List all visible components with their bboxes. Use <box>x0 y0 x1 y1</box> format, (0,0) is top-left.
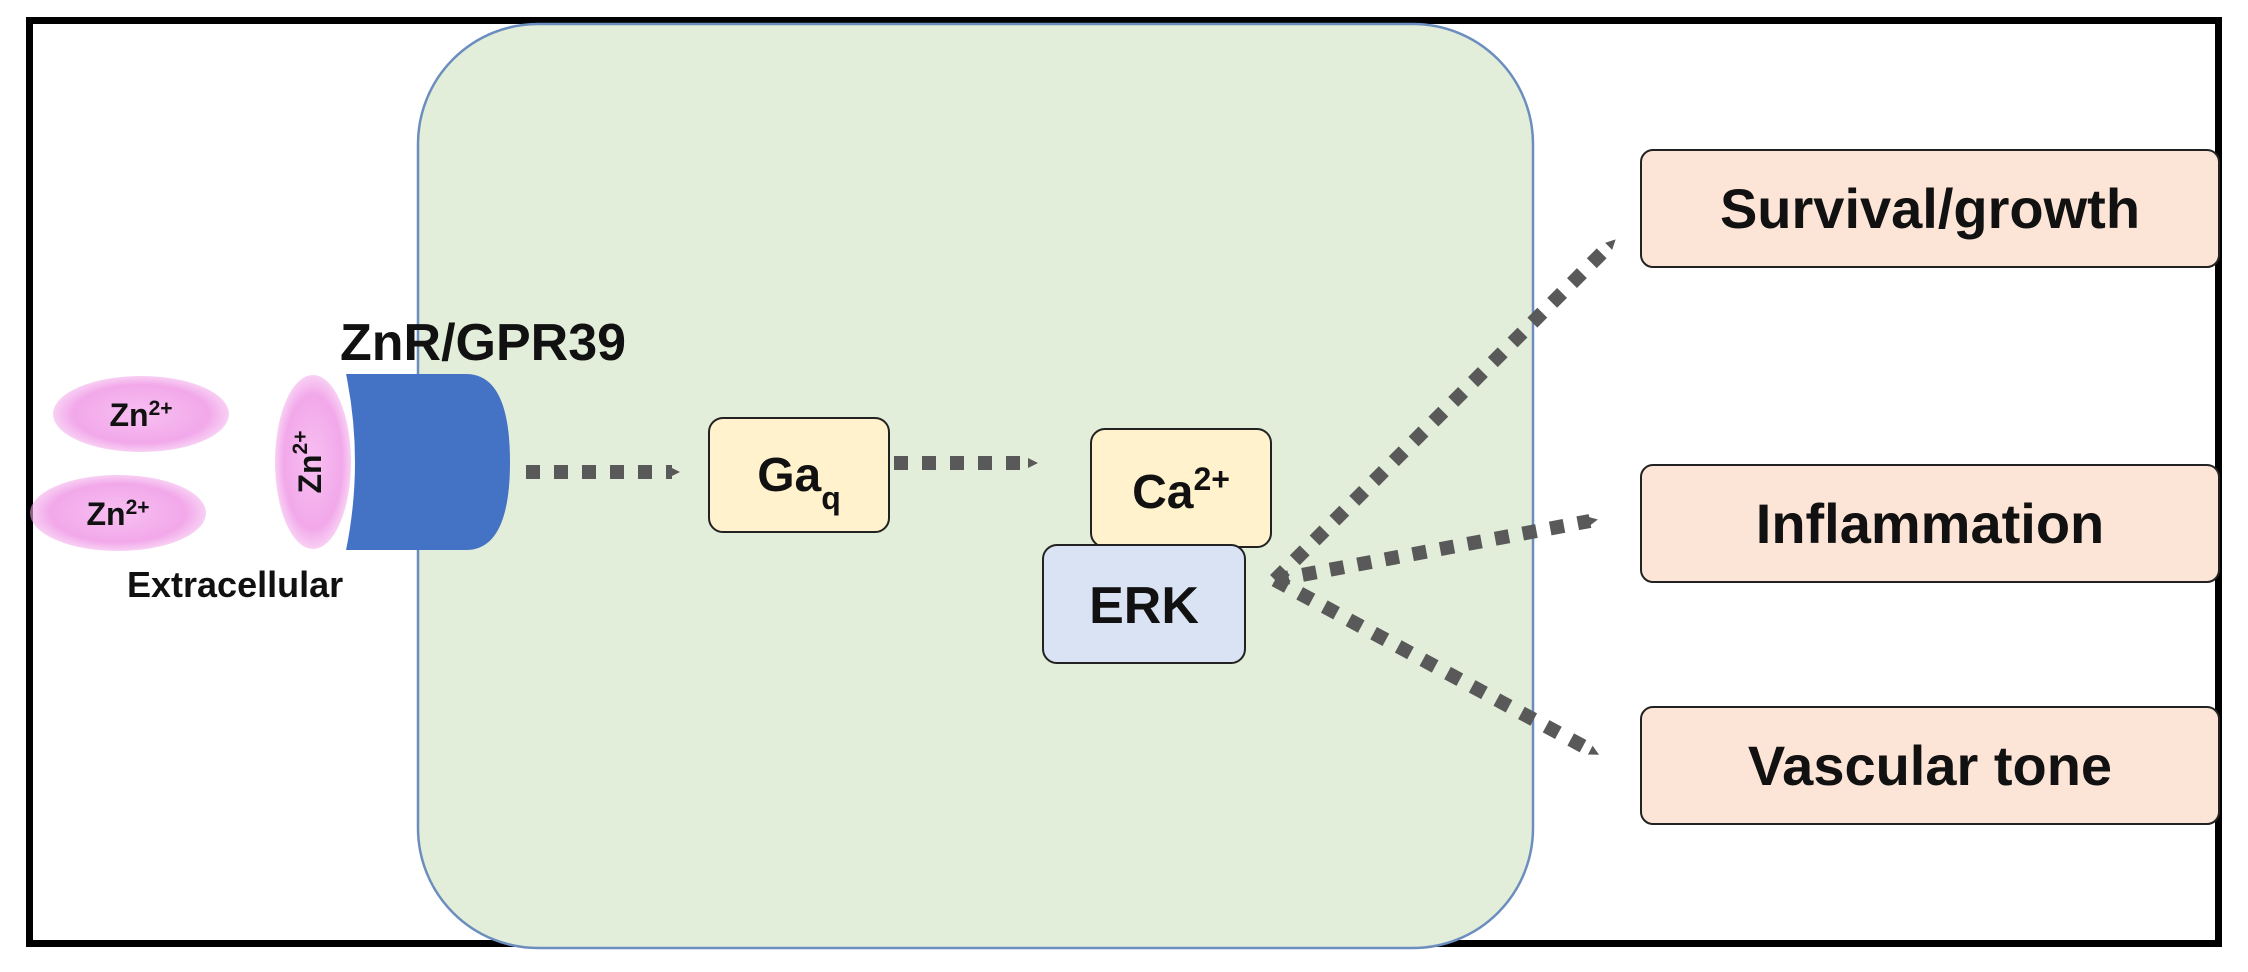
receptor-label: ZnR/GPR39 <box>340 314 626 372</box>
arrow-erk-to-vascular-tone <box>1271 573 1600 758</box>
outcome-survival-label: Survival/growth <box>1720 177 2140 240</box>
zinc-ion-2 <box>30 475 206 551</box>
bound-zinc-symbol: Zn <box>292 454 328 493</box>
outcome-inflammation-node <box>1640 464 2220 583</box>
galpha-label: Gaq <box>757 449 841 516</box>
extracellular-label: Extracellular <box>127 564 343 605</box>
outcome-vascular-node <box>1640 706 2220 825</box>
erk-label: ERK <box>1089 577 1199 635</box>
erk-node <box>1042 544 1246 664</box>
outcome-survival-node <box>1640 149 2220 268</box>
receptor-membrane-edge <box>340 373 355 551</box>
bound-zinc-label-group: Zn2+ <box>289 430 328 493</box>
receptor-gpr39 <box>343 374 510 550</box>
zinc-ion-1-label: Zn2+ <box>109 397 172 434</box>
arrow-erk-to-survival <box>1270 239 1616 585</box>
bound-zinc-ion <box>275 375 351 549</box>
zinc-ion-2-label: Zn2+ <box>86 496 149 533</box>
galpha-node <box>708 417 890 533</box>
outcome-inflammation-label: Inflammation <box>1756 492 2104 555</box>
calcium-label: Ca2+ <box>1132 461 1230 519</box>
svg-text:Zn2+: Zn2+ <box>289 430 328 493</box>
zinc-ion-1 <box>53 376 229 452</box>
bound-zinc-charge: 2+ <box>289 430 312 454</box>
outcome-vascular-label: Vascular tone <box>1748 734 2112 797</box>
cell-body <box>416 22 1535 950</box>
